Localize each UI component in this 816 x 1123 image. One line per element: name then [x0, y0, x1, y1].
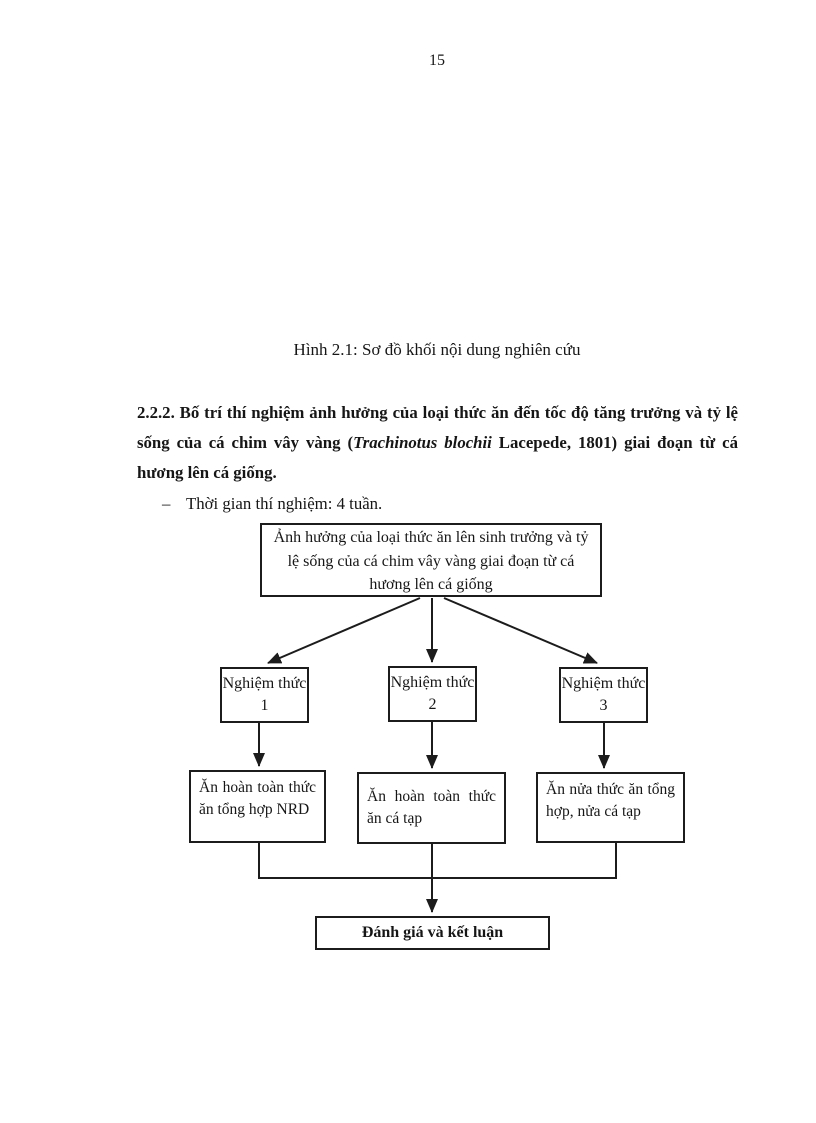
- species-name-italic: Trachinotus blochii: [353, 433, 492, 453]
- figure-caption: Hình 2.1: Sơ đồ khối nội dung nghiên cứu: [293, 340, 581, 359]
- page-number: 15: [429, 52, 445, 69]
- section-heading-text-end: Lacepede, 1801) giai đoạn từ cá hương lê…: [137, 433, 738, 483]
- flowchart-root-box: Ảnh hưởng của loại thức ăn lên sinh trưở…: [260, 523, 602, 597]
- bullet-dash: –: [162, 494, 171, 513]
- flowchart-treatment1-box: Nghiệm thức 1: [220, 667, 309, 723]
- flowchart-feed2-box: Ăn hoàn toàn thức ăn cá tạp: [357, 772, 506, 844]
- flowchart-feed1-box: Ăn hoàn toàn thức ăn tổng hợp NRD: [189, 770, 326, 843]
- flowchart-treatment2-box: Nghiệm thức 2: [388, 666, 477, 722]
- section-heading-text: 2.2.2. Bố trí thí nghiệm ảnh hưởng của l…: [137, 403, 738, 453]
- arrow-root-to-treatment3: [443, 597, 598, 664]
- section-heading: 2.2.2. Bố trí thí nghiệm ảnh hưởng của l…: [137, 398, 738, 489]
- bullet-item: –Thời gian thí nghiệm: 4 tuần.: [162, 493, 722, 514]
- flowchart-treatment3-box: Nghiệm thức 3: [559, 667, 648, 723]
- flowchart-conclusion-box: Đánh giá và kết luận: [315, 916, 550, 950]
- flowchart-feed3-box: Ăn nửa thức ăn tổng hợp, nửa cá tạp: [536, 772, 685, 843]
- connector-merge-line: [258, 843, 617, 879]
- arrow-root-to-treatment1: [267, 597, 421, 664]
- bullet-text: Thời gian thí nghiệm: 4 tuần.: [186, 494, 383, 513]
